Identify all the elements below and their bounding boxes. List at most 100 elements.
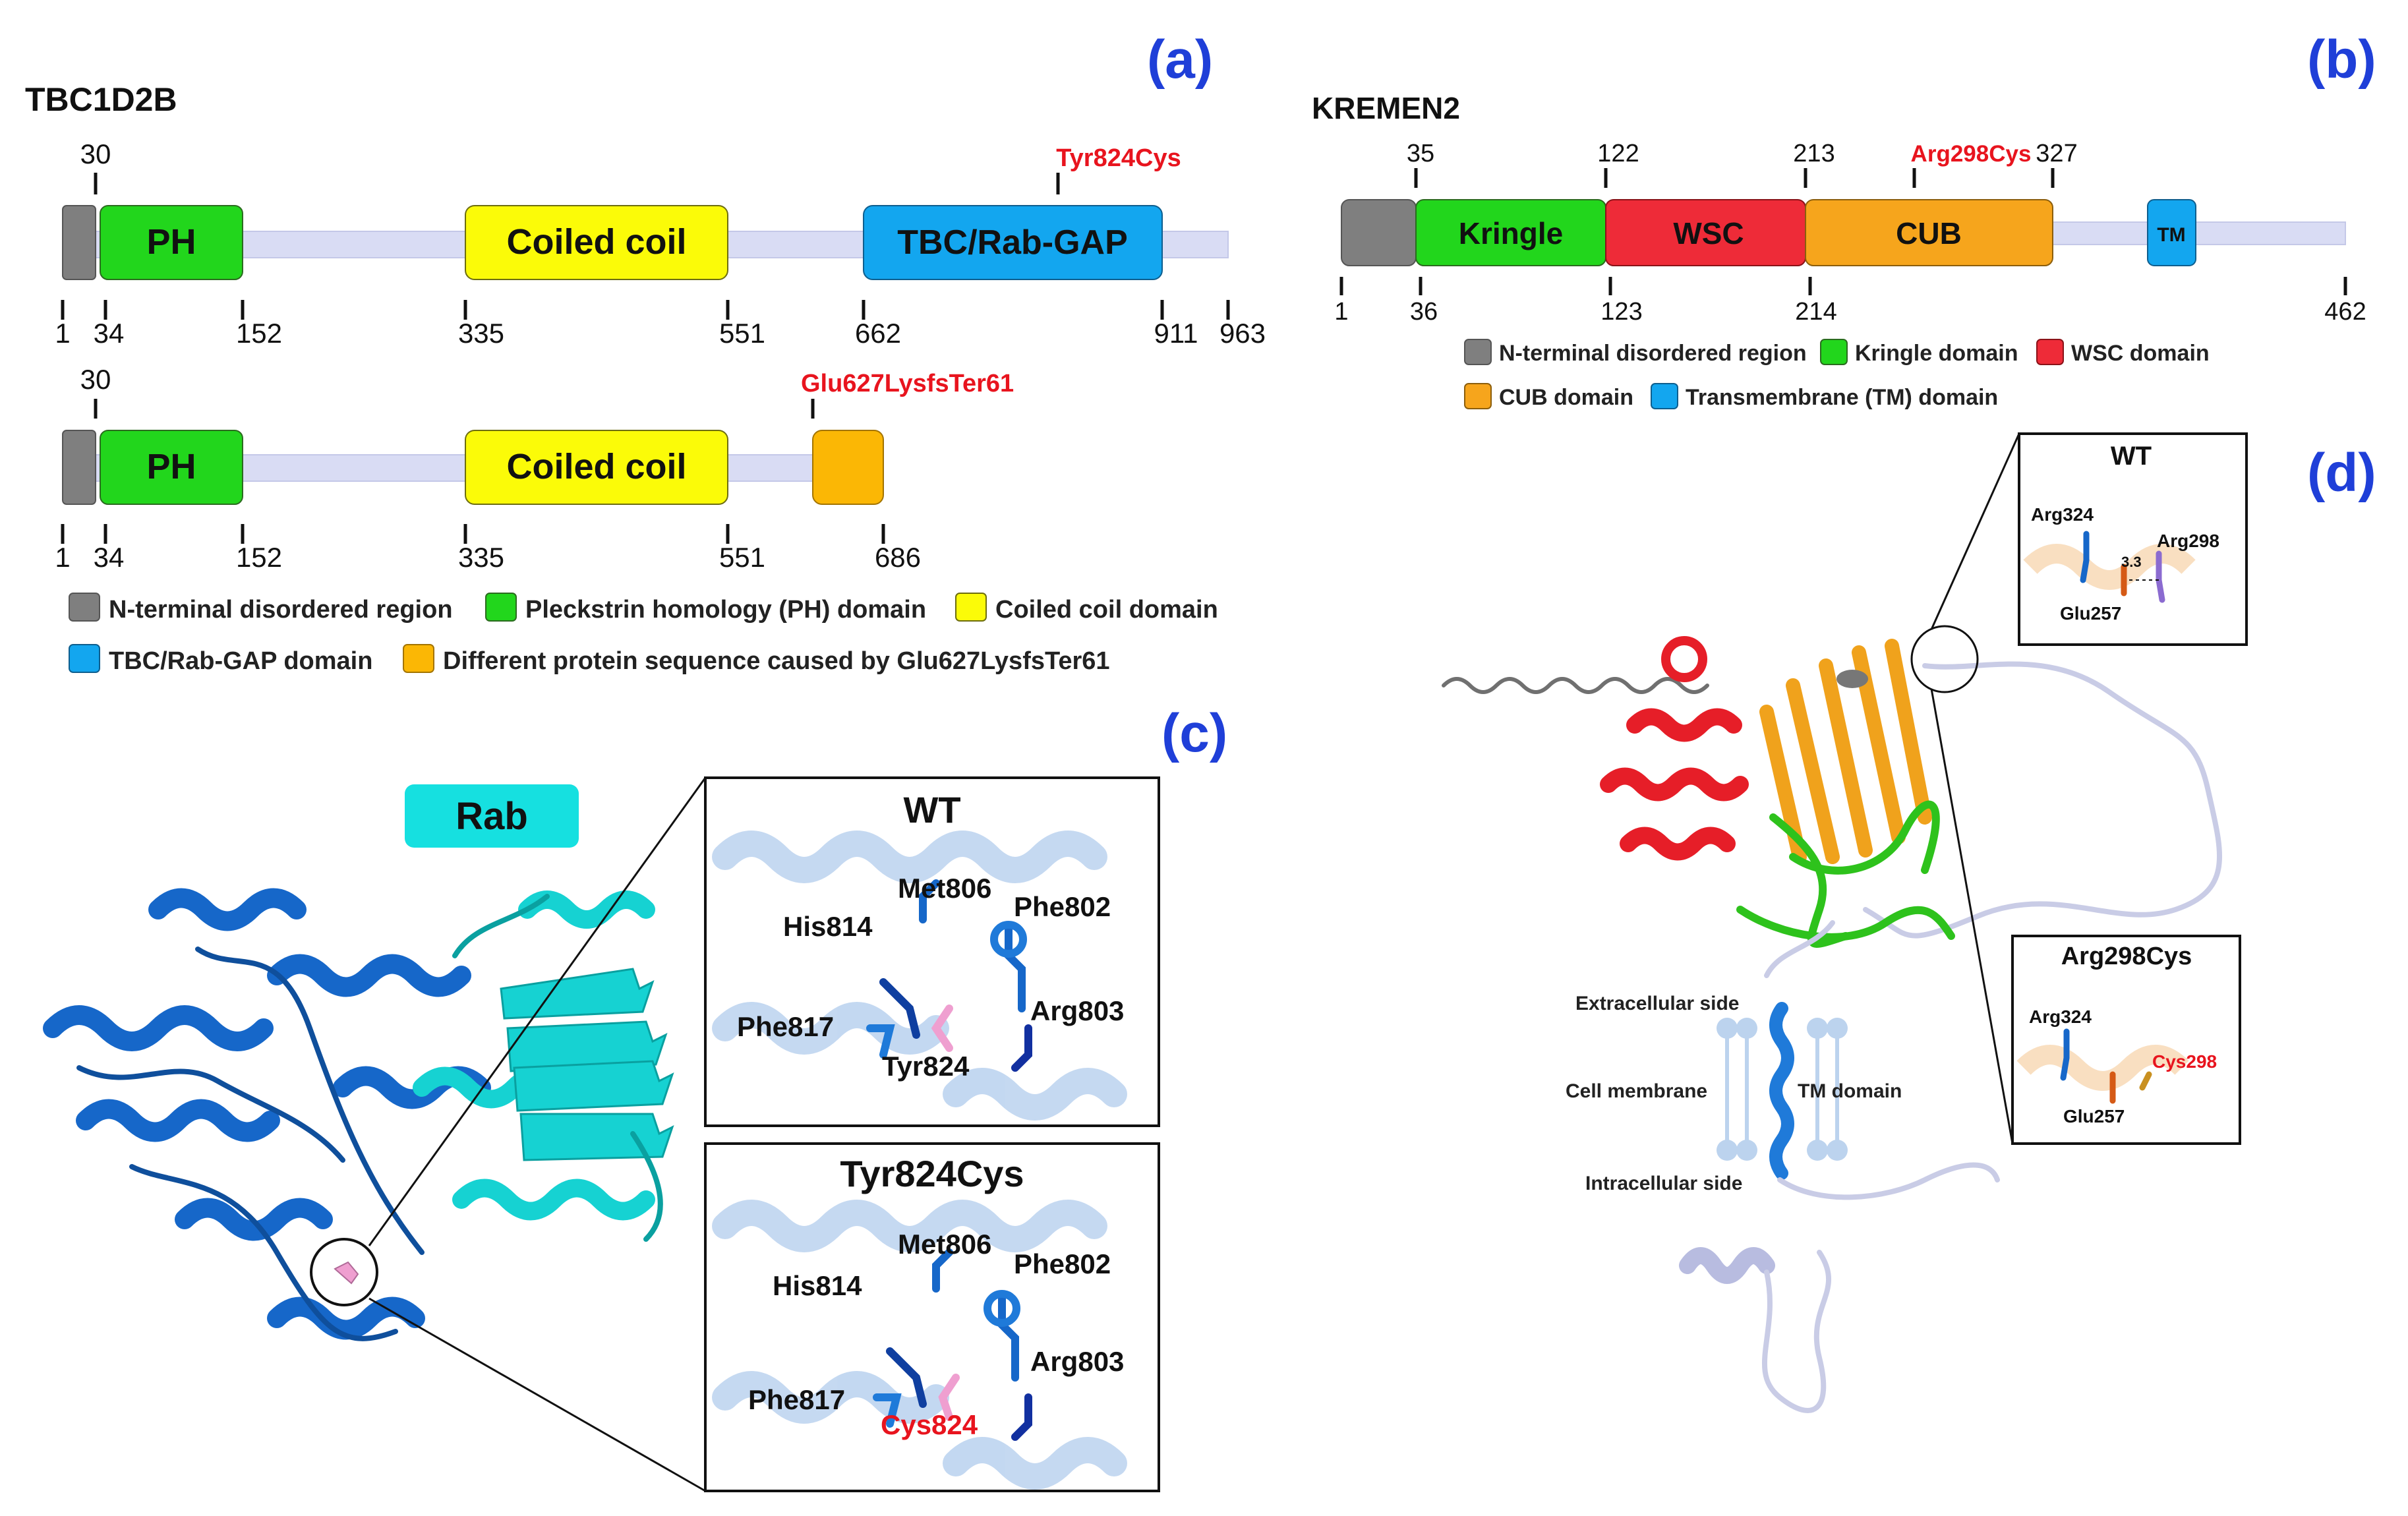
wt-label-34: 34 [94,318,125,349]
mut-ph-label: PH [146,447,196,486]
inset-d-mut: Arg298Cys Arg324 Cys298 Glu257 [2011,935,2241,1145]
legend-a-frameshift: Different protein sequence caused by Glu… [443,647,1110,675]
kremen2-disordered-box [1341,199,1417,266]
wt-tbc-box [863,205,1163,280]
wt-coiled-label: Coiled coil [506,222,686,262]
wt-arg803: Arg803 [1030,995,1124,1026]
kremen2-structure-image [1442,636,2223,1413]
zoom-guide-d-top [1930,433,2020,630]
panel-d-label: (d) [2307,443,2376,503]
wt-label-963: 963 [1219,318,1266,349]
cub-box [1805,199,2053,266]
d-wt-distance: 3.3 [2121,554,2142,570]
wt-label-551: 551 [719,318,765,349]
kremen2-label-462: 462 [2324,298,2366,326]
mut-coiled-label: Coiled coil [506,447,686,486]
d-wt-arg324: Arg324 [2031,504,2094,525]
d-wt-glu257: Glu257 [2060,603,2121,624]
tbc1d2b-mut-diagram: PH Coiled coil 30 Glu627LysfsTer61 1 34 … [55,364,1014,573]
mut-bottom-ticks [61,524,885,544]
membrane-intracellular: Intracellular side [1585,1173,1742,1194]
wt-disordered-box [62,205,96,280]
legend-a-ph: Pleckstrin homology (PH) domain [525,596,926,624]
panel-a-legend: N-terminal disordered region Pleckstrin … [69,593,1218,675]
kremen2-label-123: 123 [1600,298,1642,326]
zoom-guide-top [368,777,707,1246]
kremen2-label-213: 213 [1793,140,1835,167]
kremen2-label-36: 36 [1410,298,1438,326]
inset-d-wt-title: WT [2111,442,2152,471]
inset-d-mut-title: Arg298Cys [2061,943,2192,970]
wt-bottom-ticks [61,300,1230,320]
mut-disordered-box [62,430,96,505]
wt-tyr824: Tyr824 [882,1051,970,1082]
kremen2-label-327: 327 [2036,140,2077,167]
inset-c-mut-title: Tyr824Cys [840,1153,1024,1194]
tm-box [2147,199,2196,266]
membrane-tm: TM domain [1798,1080,1902,1102]
panel-d: (d) [1442,432,2376,1413]
wt-phe802: Phe802 [1014,891,1111,922]
wt-label-1: 1 [55,318,70,349]
tbc1d2b-title: TBC1D2B [25,81,177,118]
panel-b-label: (b) [2307,30,2376,90]
d-wt-arg298: Arg298 [2157,531,2219,551]
tbc1d2b-wt-diagram: PH Coiled coil TBC/Rab-GAP 30 Tyr824Cys … [55,138,1266,349]
mut-label-1: 1 [55,542,70,573]
zoom-circle-d [1910,625,1979,693]
d-mut-cys298: Cys298 [2152,1051,2217,1072]
mut-mutation-label: Glu627LysfsTer61 [801,370,1014,397]
rab-structure-image [413,890,674,1242]
wsc-label: WSC [1673,216,1744,250]
kringle-label: Kringle [1459,216,1563,250]
kremen2-top-ticks [1414,168,2055,188]
rab-badge [405,784,579,848]
wt-label-335: 335 [458,318,504,349]
kremen2-label-1: 1 [1334,298,1348,326]
panel-b: (b) KREMEN2 Kringle WSC CUB TM 35 122 21… [1312,30,2376,410]
tbc1d2b-structure-image [43,888,491,1341]
mut-label-152: 152 [236,542,282,573]
wt-met806: Met806 [898,873,991,904]
wt-ph-label: PH [146,222,196,262]
legend-b-cub: CUB domain [1499,385,1633,410]
zoom-guide-d-bottom [1930,688,2014,1144]
legend-b-kringle: Kringle domain [1855,341,2018,366]
wt-his814: His814 [783,911,873,942]
wt-label-152: 152 [236,318,282,349]
panel-a: (a) TBC1D2B PH Coiled coil TBC/Rab-GAP 3… [25,30,1266,675]
inset-c-mut: Tyr824Cys Met806 Phe802 His814 Arg803 Ph… [704,1142,1160,1492]
mut-label-335: 335 [458,542,504,573]
mut-phe802: Phe802 [1014,1248,1111,1279]
membrane-schematic: Extracellular side Cell membrane Intrace… [1566,993,1902,1194]
legend-b-disordered: N-terminal disordered region [1499,341,1807,366]
zoom-guide-bottom [368,1297,706,1492]
wt-ph-box [100,205,243,280]
legend-a-tbc: TBC/Rab-GAP domain [109,647,372,675]
legend-a-disordered: N-terminal disordered region [109,596,453,624]
mut-cys824: Cys824 [881,1409,978,1440]
legend-a-coiled: Coiled coil domain [995,596,1218,624]
panel-b-legend: N-terminal disordered region Kringle dom… [1464,339,2210,410]
wt-label-30: 30 [80,138,111,169]
panel-c-label: (c) [1161,703,1227,763]
mut-coiled-box [465,430,728,505]
mut-ph-box [100,430,243,505]
d-mut-glu257: Glu257 [2063,1106,2125,1126]
tyr824-marker [334,1261,359,1285]
cub-label: CUB [1896,216,1962,250]
mut-label-686: 686 [875,542,921,573]
mut-frameshift-box [812,430,884,505]
mut-label-30: 30 [80,364,111,395]
rab-label: Rab [455,795,528,838]
mut-his814: His814 [773,1270,862,1301]
wt-label-662: 662 [855,318,901,349]
membrane-cell: Cell membrane [1566,1080,1707,1102]
kremen2-mutation-label: Arg298Cys [1911,141,2032,167]
zoom-circle-c [310,1238,378,1306]
d-mut-arg324: Arg324 [2029,1006,2092,1027]
panel-c: (c) Rab [43,703,1227,1492]
legend-b-tm: Transmembrane (TM) domain [1686,385,1998,410]
panel-a-label: (a) [1147,30,1213,90]
